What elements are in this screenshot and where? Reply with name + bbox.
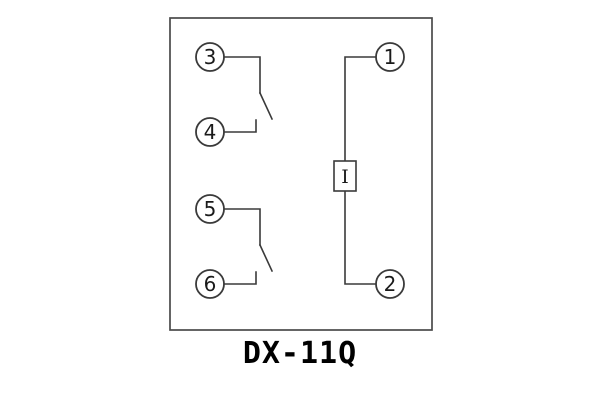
terminal-4-circle bbox=[195, 117, 225, 147]
terminal-5-label: 5 bbox=[204, 197, 217, 221]
terminal-2-circle bbox=[375, 269, 405, 299]
contact-blade-5-6 bbox=[258, 243, 274, 273]
contact-blade-3-4 bbox=[258, 91, 274, 121]
coil-label: I bbox=[341, 166, 349, 188]
diagram-border bbox=[169, 17, 433, 331]
terminal-3-circle bbox=[195, 42, 225, 72]
terminal-6-circle bbox=[195, 269, 225, 299]
terminal-4-label: 4 bbox=[204, 120, 217, 144]
terminal-2-label: 2 bbox=[384, 272, 397, 296]
wire-coil-to-terminal-2 bbox=[344, 190, 377, 285]
wire-terminal-4 bbox=[223, 119, 257, 133]
terminal-1-circle bbox=[375, 42, 405, 72]
coil-box bbox=[333, 160, 357, 192]
terminal-6-label: 6 bbox=[204, 272, 217, 296]
wire-terminal-6 bbox=[223, 271, 257, 285]
terminal-1-label: 1 bbox=[384, 45, 397, 69]
wire-terminal-3 bbox=[223, 56, 261, 94]
wire-terminal-5 bbox=[223, 208, 261, 246]
terminal-5-circle bbox=[195, 194, 225, 224]
wire-terminal-1-to-coil bbox=[344, 56, 377, 162]
diagram-title: DX-11Q bbox=[243, 336, 357, 371]
terminal-3-label: 3 bbox=[204, 45, 217, 69]
